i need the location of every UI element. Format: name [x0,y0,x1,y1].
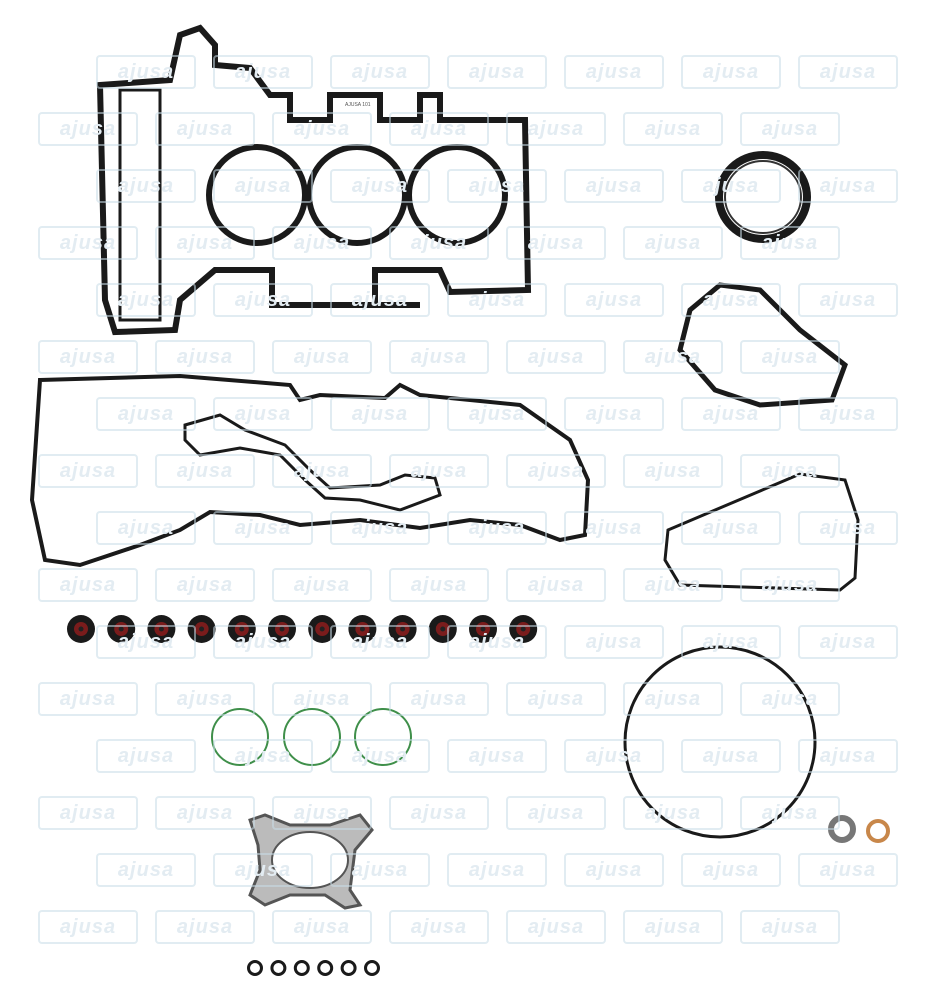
green-o-ring [211,708,269,766]
small-o-ring [247,960,263,976]
valve-stem-seal-hole [158,626,164,632]
oil-pan-gasket [663,472,860,592]
valve-cover-gasket [29,373,591,568]
valve-stem-seal-hole [520,626,526,632]
valve-stem-seal-hole [78,626,84,632]
small-o-ring [317,960,334,976]
green-o-ring [283,708,341,766]
copper-washer [866,819,890,843]
valve-stem-seal-hole [319,626,325,632]
water-pump-gasket [677,282,848,408]
head-gasket-mark: AJUSA 101 [345,102,371,108]
small-o-ring [293,960,310,976]
valve-stem-seal-hole [440,626,446,632]
crankshaft-seal [715,151,811,243]
green-o-rings [211,708,412,766]
valve-stem-seals [67,615,538,643]
small-o-ring [270,960,287,976]
valve-stem-seal-hole [199,626,205,632]
small-o-rings [247,960,380,976]
cylinder-head-gasket [96,24,532,336]
small-o-ring [364,960,380,976]
valve-stem-seal-hole [359,626,365,632]
valve-stem-seal-hole [480,626,486,632]
valve-stem-seal-hole [118,626,124,632]
valve-stem-seal-hole [400,626,406,632]
valve-stem-seal-hole [279,626,285,632]
small-o-ring [340,960,357,976]
small-seal [828,815,856,843]
green-o-ring [354,708,412,766]
large-o-ring [623,645,817,839]
spark-plug-gasket [183,413,442,512]
valve-stem-seal-hole [239,626,245,632]
